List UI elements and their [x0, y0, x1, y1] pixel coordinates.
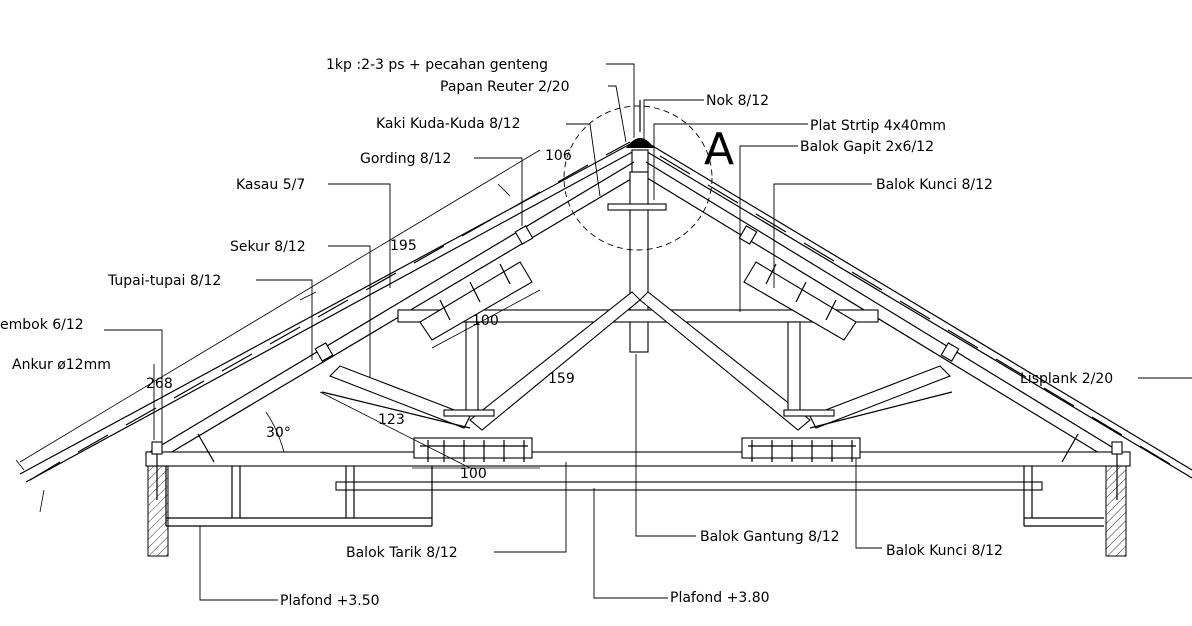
collar-beam: [397, 309, 879, 323]
leader-lines: [104, 63, 1192, 601]
dim-268: 268: [146, 376, 173, 392]
label-papan-reuter: Papan Reuter 2/20: [440, 79, 570, 95]
purlin-blocks: [314, 225, 960, 362]
label-balok-tarik: Balok Tarik 8/12: [346, 545, 458, 561]
struts-right: [639, 291, 953, 431]
label-nok: Nok 8/12: [706, 93, 769, 109]
ceiling-joists: [165, 466, 1104, 527]
wall-right: [1105, 465, 1127, 557]
roof-tiles-left: [19, 141, 637, 513]
dim-100-top: 100: [472, 313, 499, 329]
detail-circle: [563, 105, 713, 251]
label-tupai-tupai: Tupai-tupai 8/12: [107, 273, 221, 289]
dim-angle-30: 30°: [266, 425, 291, 441]
label-plafond-350: Plafond +3.50: [280, 593, 380, 609]
label-gording: Gording 8/12: [360, 151, 451, 167]
label-ankur: Ankur ø12mm: [12, 357, 111, 373]
anchor-bolts: [151, 441, 1123, 500]
rafter-right: [643, 161, 1121, 457]
label-balok-gantung: Balok Gantung 8/12: [700, 529, 840, 545]
brace-right: [743, 261, 857, 341]
wall-left: [147, 465, 169, 557]
label-1kp: 1kp :2-3 ps + pecahan genteng: [326, 57, 548, 73]
hangers: [443, 321, 835, 417]
label-lisplank: Lisplank 2/20: [1020, 371, 1113, 387]
roof-tiles-right: [643, 141, 1192, 479]
dim-123: 123: [378, 412, 405, 428]
struts-left: [321, 291, 641, 431]
dim-100-bottom: 100: [460, 466, 487, 482]
tie-beam: [145, 437, 1131, 467]
label-plafond-380: Plafond +3.80: [670, 590, 770, 606]
dim-106: 106: [545, 148, 572, 164]
label-kaki-kuda-kuda: Kaki Kuda-Kuda 8/12: [376, 116, 521, 132]
dim-195: 195: [390, 238, 417, 254]
eave-struts: [197, 433, 1079, 463]
label-balok-kunci-bottom: Balok Kunci 8/12: [886, 543, 1003, 559]
dim-159: 159: [548, 371, 575, 387]
king-post: [607, 171, 667, 353]
label-sekur: Sekur 8/12: [230, 239, 306, 255]
detail-mark-a: A: [704, 124, 734, 175]
label-balok-kunci-top: Balok Kunci 8/12: [876, 177, 993, 193]
brace-left: [419, 261, 533, 341]
ridge-nok: [626, 100, 654, 173]
label-tembok: embok 6/12: [0, 317, 84, 333]
label-plat-strtip: Plat Strtip 4x40mm: [810, 118, 946, 134]
dimension-lines: [15, 149, 541, 471]
label-kasau: Kasau 5/7: [236, 177, 305, 193]
label-balok-gapit: Balok Gapit 2x6/12: [800, 139, 934, 155]
